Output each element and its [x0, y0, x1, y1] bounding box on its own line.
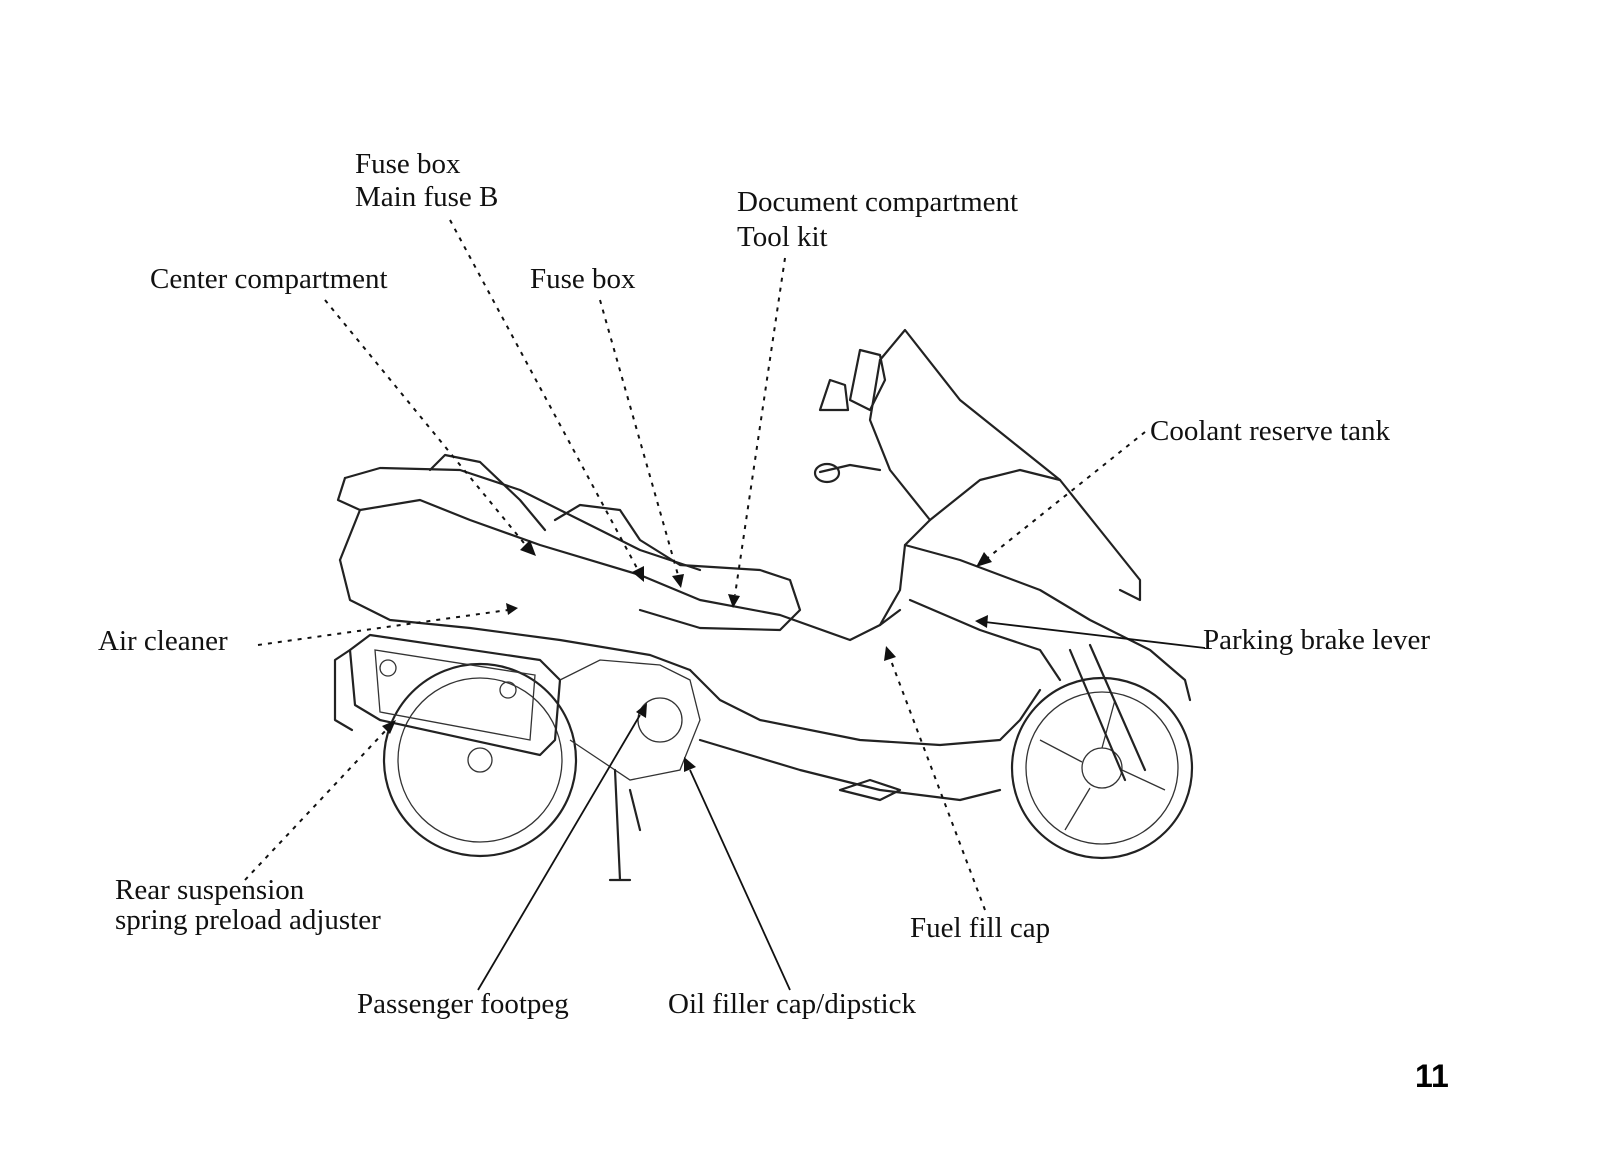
label-air-cleaner: Air cleaner: [98, 625, 228, 657]
label-fuel-fill-cap: Fuel fill cap: [910, 912, 1051, 944]
scooter-body: [333, 328, 1192, 882]
label-fuse-box-main: Fuse box: [355, 148, 461, 180]
label-tool-kit: Tool kit: [737, 221, 828, 253]
label-fuse-box: Fuse box: [530, 263, 636, 295]
leader-lines: [244, 219, 1206, 991]
front-wheel: [1010, 676, 1194, 860]
label-coolant-reserve-tank: Coolant reserve tank: [1150, 415, 1390, 447]
label-spring-preload-adjuster: spring preload adjuster: [115, 904, 381, 936]
label-rear-suspension: Rear suspension: [115, 874, 305, 906]
rear-wheel: [382, 662, 578, 858]
label-main-fuse-b: Main fuse B: [355, 181, 499, 213]
label-passenger-footpeg: Passenger footpeg: [357, 988, 569, 1020]
label-parking-brake-lever: Parking brake lever: [1203, 624, 1431, 656]
label-center-compartment: Center compartment: [150, 263, 388, 295]
page-number: 11: [1415, 1058, 1449, 1094]
label-oil-filler-cap: Oil filler cap/dipstick: [668, 988, 917, 1020]
label-document-compartment: Document compartment: [737, 186, 1019, 218]
